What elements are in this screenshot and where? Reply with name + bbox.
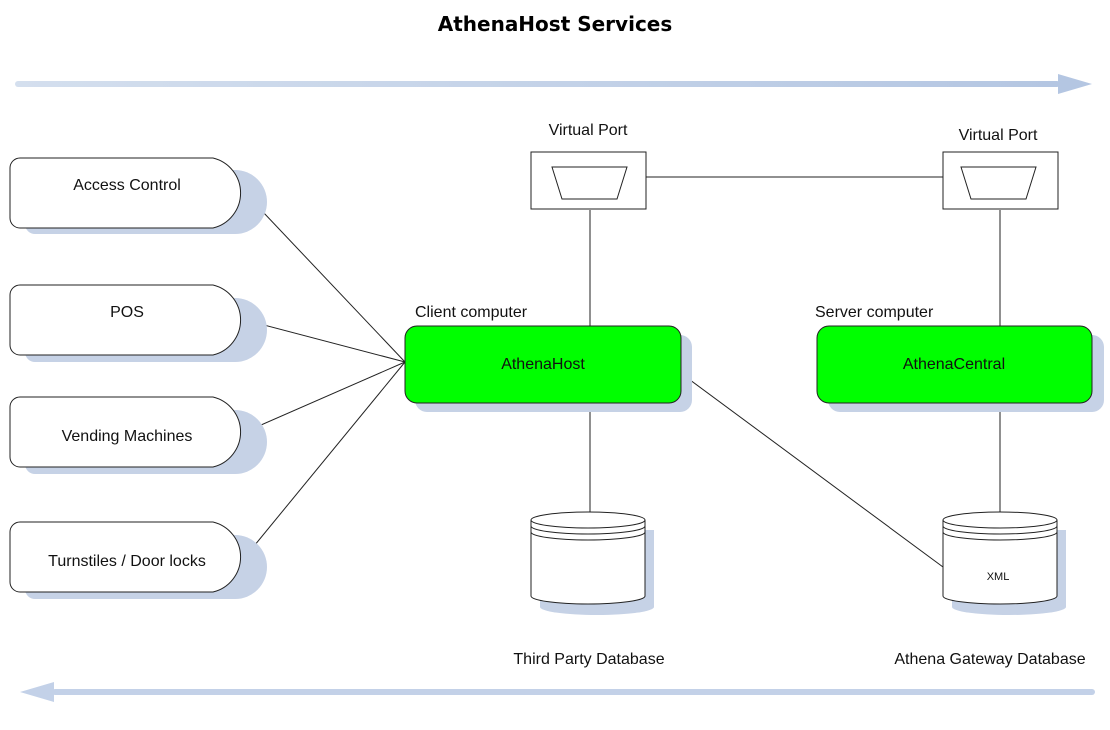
- third-party-database: Third Party Database: [513, 511, 665, 668]
- link-client-gateway-db: [681, 373, 944, 568]
- third-party-database-label: Third Party Database: [513, 651, 664, 668]
- link-access-control: [244, 192, 406, 363]
- device-turnstiles-door-locks: Turnstiles / Door locks: [9, 521, 267, 599]
- athenahost-node: [404, 325, 682, 404]
- server-computer: Server computer AthenaCentral: [815, 304, 1104, 412]
- link-vending-machines: [244, 361, 406, 433]
- flow-arrow-right: [15, 74, 1092, 94]
- device-vending-machines-label: Vending Machines: [62, 428, 193, 445]
- connection-lines: [244, 176, 1001, 568]
- device-access-control: Access Control: [9, 157, 267, 234]
- serial-port-icon: [551, 166, 628, 200]
- device-pos: POS: [9, 284, 267, 362]
- athenahost-label: AthenaHost: [501, 356, 585, 373]
- athenacentral-node: [816, 325, 1093, 404]
- flow-arrow-left: [20, 682, 1095, 702]
- device-access-control-label: Access Control: [73, 177, 181, 194]
- athenacentral-label: AthenaCentral: [903, 356, 1005, 373]
- device-turnstiles-label: Turnstiles / Door locks: [48, 553, 206, 570]
- gateway-database-label: Athena Gateway Database: [894, 651, 1085, 668]
- client-port-label: Virtual Port: [549, 122, 628, 139]
- client-computer: Client computer AthenaHost: [404, 304, 692, 412]
- serial-port-icon: [960, 166, 1037, 200]
- server-virtual-port: Virtual Port: [942, 127, 1059, 210]
- server-computer-caption: Server computer: [815, 304, 934, 321]
- link-pos: [244, 319, 406, 363]
- diagram-title: AthenaHost Services: [438, 12, 673, 36]
- client-virtual-port: Virtual Port: [530, 122, 647, 210]
- device-vending-machines: Vending Machines: [9, 396, 267, 474]
- gateway-database-inner: XML: [987, 571, 1010, 583]
- device-pos-label: POS: [110, 304, 144, 321]
- client-computer-caption: Client computer: [415, 304, 528, 321]
- link-turnstiles: [244, 361, 406, 558]
- server-port-label: Virtual Port: [959, 127, 1038, 144]
- athena-gateway-database: XML Athena Gateway Database: [894, 511, 1086, 668]
